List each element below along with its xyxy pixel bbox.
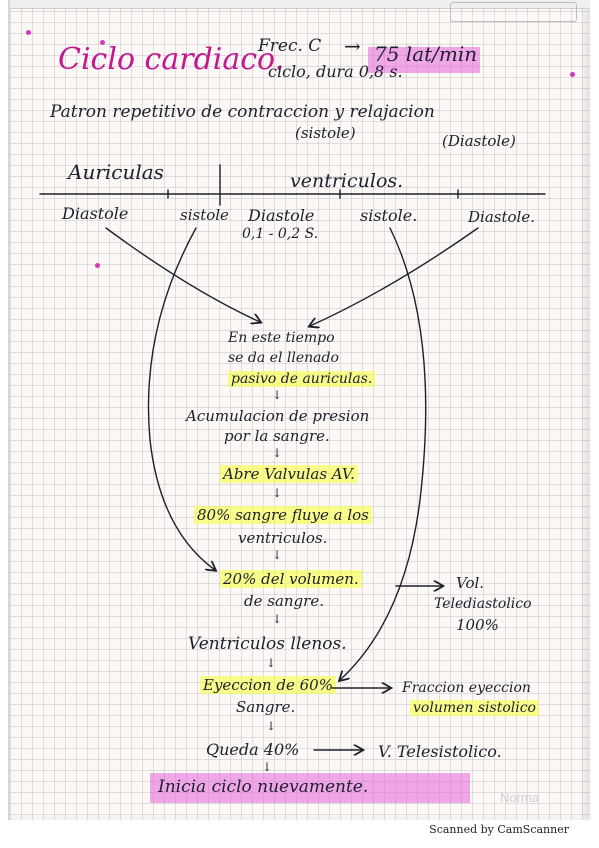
phase-vent-diastole: Diastole xyxy=(248,206,315,225)
arrow-vent-systole xyxy=(340,227,427,680)
header-ventricles: ventriculos. xyxy=(290,170,404,192)
down-arrow-icon: ↓ xyxy=(272,612,283,626)
flow-step5-line2: de sangre. xyxy=(244,592,324,610)
decorative-dot xyxy=(26,30,31,35)
flow-step9: Inicia ciclo nuevamente. xyxy=(158,777,369,797)
flow-step1-line2: se da el llenado xyxy=(228,350,339,366)
flow-step7-line1: Eyeccion de 60% xyxy=(200,676,336,694)
phase-vent-diastole-time: 0,1 - 0,2 S. xyxy=(242,226,319,242)
flow-step8: Queda 40% xyxy=(206,740,300,759)
arrow-icon: → xyxy=(344,34,361,58)
flow-step2-line1: Acumulacion de presion xyxy=(186,407,370,425)
flow-step7-line2: Sangre. xyxy=(236,698,296,716)
phase-atria-diastole: Diastole xyxy=(62,204,129,223)
diastole-label: (Diastole) xyxy=(442,132,516,150)
date-box xyxy=(450,2,577,22)
flow-step4-line1: 80% sangre fluye a los xyxy=(194,506,372,524)
down-arrow-icon: ↓ xyxy=(262,760,273,774)
arrow-atria-diastole xyxy=(105,227,260,322)
arrow-final-diastole xyxy=(310,227,479,326)
decorative-dot xyxy=(100,40,105,45)
diagram-lines xyxy=(39,164,546,820)
page-top-strip xyxy=(10,0,590,9)
phase-atria-systole: sistole xyxy=(180,206,229,224)
decorative-dot xyxy=(95,263,100,268)
side-stroke-volume: volumen sistolico xyxy=(410,700,539,716)
phase-vent-systole: sistole. xyxy=(360,206,418,225)
watermark-text: Norma xyxy=(500,790,540,805)
decorative-dot xyxy=(570,72,575,77)
page-title: Ciclo cardiaco. xyxy=(58,42,285,77)
flow-step1-line1: En este tiempo xyxy=(228,330,335,346)
pattern-text: Patron repetitivo de contraccion y relaj… xyxy=(50,102,435,122)
side-tele-label: Telediastolico xyxy=(434,596,532,612)
down-arrow-icon: ↓ xyxy=(272,486,283,500)
side-tele-vol: Vol. xyxy=(456,574,485,592)
down-arrow-icon: ↓ xyxy=(272,446,283,460)
cycle-duration: ciclo, dura 0,8 s. xyxy=(268,62,403,81)
freq-highlight xyxy=(368,47,480,73)
percent-80: 80% sangre fluye a los xyxy=(194,506,372,524)
flow-step3: Abre Valvulas AV. xyxy=(220,465,358,483)
phase-final-diastole: Diastole. xyxy=(468,208,535,226)
freq-value: 75 lat/min xyxy=(374,42,478,66)
flow-step2-line2: por la sangre. xyxy=(224,427,330,445)
down-arrow-icon: ↓ xyxy=(266,719,277,733)
down-arrow-icon: ↓ xyxy=(266,656,277,670)
flow-step5-line1: 20% del volumen. xyxy=(220,570,362,588)
arrow-atria-systole xyxy=(147,227,215,570)
side-telesystolic: V. Telesistolico. xyxy=(378,742,502,761)
down-arrow-icon: ↓ xyxy=(272,548,283,562)
header-atria: Auriculas xyxy=(68,160,164,184)
systole-label: (sistole) xyxy=(295,124,356,142)
final-highlight xyxy=(150,773,470,803)
side-tele-percent: 100% xyxy=(456,616,499,634)
notebook-page: Ciclo cardiaco. Frec. C → 75 lat/min cic… xyxy=(8,0,590,820)
flow-step4-line2: ventriculos. xyxy=(238,529,328,547)
down-arrow-icon: ↓ xyxy=(272,388,283,402)
scanner-footer: Scanned by CamScanner xyxy=(429,823,569,836)
side-ejection-fraction: Fraccion eyeccion xyxy=(402,680,531,696)
freq-label: Frec. C xyxy=(258,36,322,56)
flow-step1-line3: pasivo de auriculas. xyxy=(228,371,376,387)
flow-step6: Ventriculos llenos. xyxy=(188,634,347,654)
